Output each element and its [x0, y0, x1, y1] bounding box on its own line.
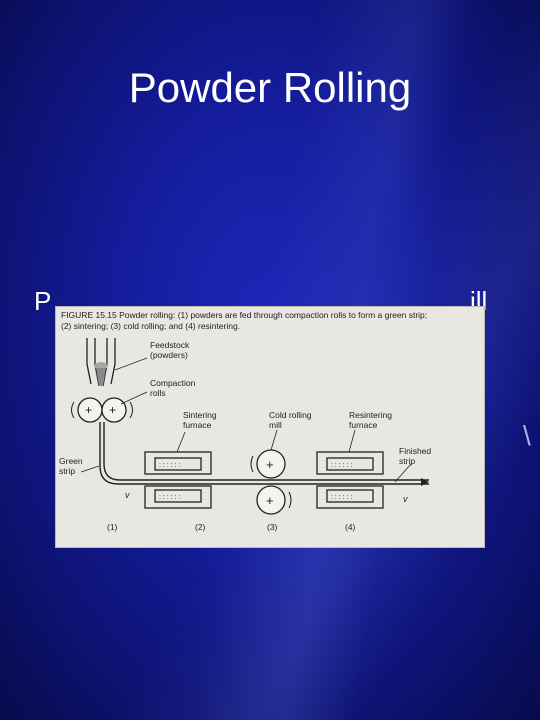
label-velocity-2: v — [403, 494, 408, 504]
label-sintering: Sintering — [183, 410, 217, 420]
roll-plus-right: + — [109, 403, 116, 417]
label-velocity-1: v — [125, 490, 130, 500]
rotation-arrow-right — [129, 401, 133, 419]
furnace2-coils-bottom: : : : : : : — [331, 494, 352, 501]
green-strip-inner — [103, 422, 429, 481]
label-strip: strip — [399, 456, 415, 466]
roll-plus-left: + — [85, 403, 92, 417]
label-finished: Finished — [399, 446, 431, 456]
furnace1-coils-top: : : : : : : — [159, 462, 180, 469]
label-step-1: (1) — [107, 522, 118, 532]
powder-rolling-figure: FIGURE 15.15 Powder rolling: (1) powders… — [55, 306, 485, 548]
leader-lines — [80, 357, 412, 483]
label-green-strip: strip — [59, 466, 75, 476]
label-rolls: rolls — [150, 388, 166, 398]
label-step-2: (2) — [195, 522, 206, 532]
figure-drawing: FIGURE 15.15 Powder rolling: (1) powders… — [59, 310, 431, 532]
mill-rotation-bottom — [288, 491, 292, 509]
label-furnace1: furnace — [183, 420, 212, 430]
label-cold-rolling: Cold rolling — [269, 410, 312, 420]
furnace1-coils-bottom: : : : : : : — [159, 494, 180, 501]
label-compaction: Compaction — [150, 378, 196, 388]
sintering-furnace — [144, 451, 212, 509]
powder-fill — [96, 368, 106, 386]
cold-rolling-mill — [256, 449, 286, 515]
rotation-arrow-left — [71, 401, 75, 419]
label-powders: (powders) — [150, 350, 188, 360]
strip-end-arrow — [421, 478, 429, 486]
figure-caption-line1: FIGURE 15.15 Powder rolling: (1) powders… — [61, 310, 427, 320]
mill-plus-top: + — [266, 457, 274, 472]
resintering-furnace — [316, 451, 384, 509]
label-resintering: Resintering — [349, 410, 392, 420]
bullet-text-lead: P — [34, 286, 52, 316]
mill-rotation-top — [250, 455, 254, 473]
label-furnace2: furnace — [349, 420, 378, 430]
powder-fill-top — [95, 362, 107, 368]
compaction-rolls — [77, 397, 127, 423]
label-step-4: (4) — [345, 522, 356, 532]
decorative-stroke: \ — [523, 420, 531, 451]
mill-plus-bottom: + — [266, 493, 274, 508]
figure-caption-line2: (2) sintering; (3) cold rolling; and (4)… — [61, 321, 240, 331]
furnace2-coils-top: : : : : : : — [331, 462, 352, 469]
label-mill: mill — [269, 420, 282, 430]
label-green: Green — [59, 456, 83, 466]
feedstock-hopper — [86, 338, 116, 387]
slide-title: Powder Rolling — [128, 64, 412, 111]
label-step-3: (3) — [267, 522, 278, 532]
green-strip — [99, 422, 429, 485]
label-feedstock: Feedstock — [150, 340, 190, 350]
